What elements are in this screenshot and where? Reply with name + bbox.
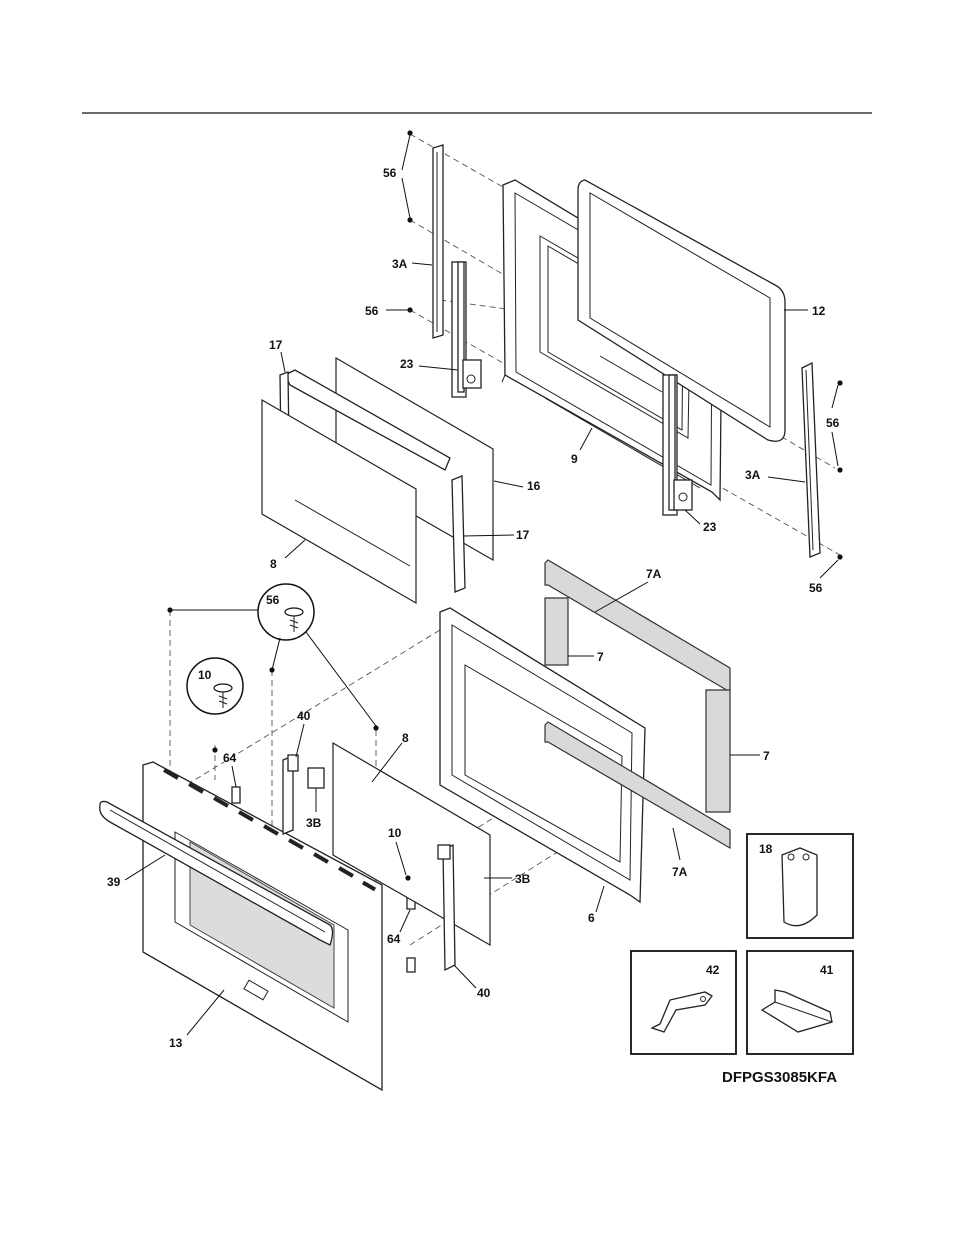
hinge-channel-left (432, 144, 444, 339)
callout-64: 64 (387, 932, 401, 946)
callout-18: 18 (759, 842, 773, 856)
callout-10: 10 (198, 668, 212, 682)
callout-labels: 56 3A 56 12 17 23 9 56 3A 16 17 23 8 56 … (107, 166, 840, 1050)
inset-box-41 (746, 950, 854, 1055)
callout-3a: 3A (745, 468, 761, 482)
callout-6: 6 (588, 911, 595, 925)
screw-icon (407, 130, 413, 313)
inset-box-42 (630, 950, 737, 1055)
callout-8: 8 (402, 731, 409, 745)
callout-23: 23 (400, 357, 414, 371)
callout-56: 56 (383, 166, 397, 180)
hinge-right (662, 374, 693, 516)
inner-door-frame (439, 607, 646, 904)
callout-23: 23 (703, 520, 717, 534)
glass-support-17 (279, 369, 466, 593)
glass-pane-8-upper (261, 398, 417, 605)
callout-56: 56 (365, 304, 379, 318)
callout-7a: 7A (646, 567, 662, 581)
callout-3b: 3B (515, 872, 531, 886)
callout-12: 12 (812, 304, 826, 318)
hinge-channel-right (801, 361, 821, 558)
insulation-blocks (544, 559, 731, 850)
callout-56: 56 (809, 581, 823, 595)
baffle-right (437, 843, 456, 972)
callout-64: 64 (223, 751, 237, 765)
callout-40: 40 (297, 709, 311, 723)
door-gasket-frame (577, 179, 786, 442)
callout-39: 39 (107, 875, 121, 889)
door-handle (99, 800, 334, 946)
callout-41: 41 (820, 963, 834, 977)
callout-7: 7 (597, 650, 604, 664)
hinge-left (451, 261, 482, 398)
callout-16: 16 (527, 479, 541, 493)
callout-9: 9 (571, 452, 578, 466)
callout-3b: 3B (306, 816, 322, 830)
callout-10: 10 (388, 826, 402, 840)
callout-56: 56 (826, 416, 840, 430)
callout-7a: 7A (672, 865, 688, 879)
callout-3a: 3A (392, 257, 408, 271)
door-vent-slots (163, 768, 377, 892)
callout-42: 42 (706, 963, 720, 977)
detail-circle-10 (186, 657, 244, 715)
bracket-3b-left (307, 767, 325, 789)
callout-8: 8 (270, 557, 277, 571)
inset-box-18 (746, 833, 854, 939)
callout-17: 17 (269, 338, 283, 352)
model-number: DFPGS3085KFA (722, 1069, 837, 1086)
callout-13: 13 (169, 1036, 183, 1050)
callout-40: 40 (477, 986, 491, 1000)
callout-56: 56 (266, 593, 280, 607)
screw-icon (837, 380, 843, 560)
leader-lines (124, 134, 839, 1036)
baffle-left (282, 754, 299, 835)
detail-circle-56 (257, 583, 315, 641)
callout-7: 7 (763, 749, 770, 763)
callout-17: 17 (516, 528, 530, 542)
